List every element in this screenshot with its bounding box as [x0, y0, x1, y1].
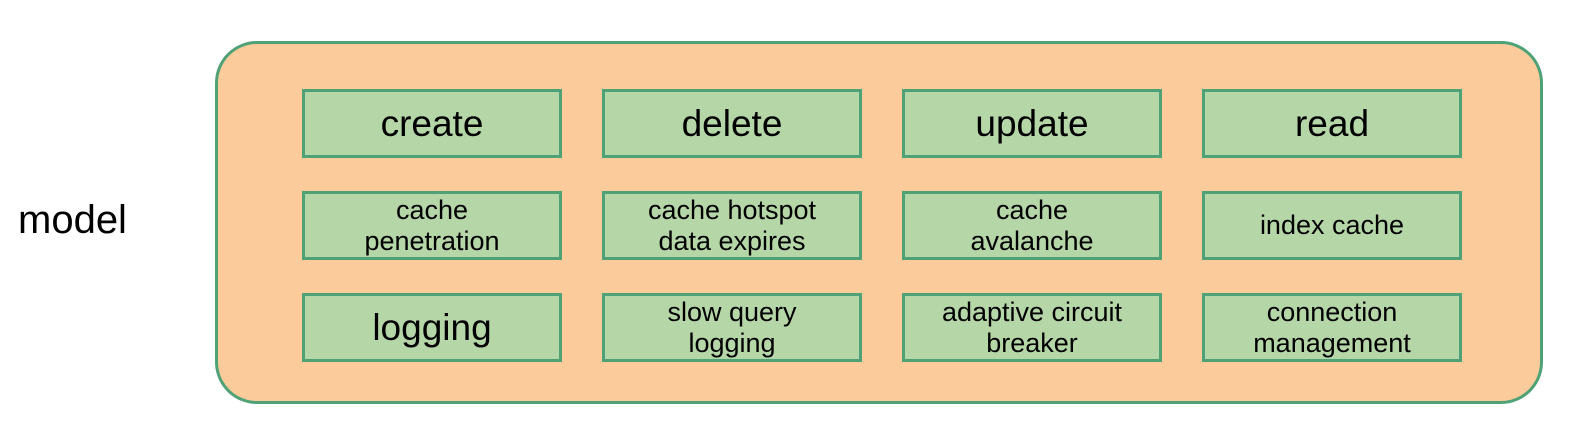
model-group-label: model	[18, 198, 127, 242]
node-update[interactable]: update	[902, 89, 1162, 158]
node-read[interactable]: read	[1202, 89, 1462, 158]
node-grid: create delete update read cache penetrat…	[302, 89, 1462, 362]
node-cache-hotspot-data-expires[interactable]: cache hotspot data expires	[602, 191, 862, 260]
node-delete[interactable]: delete	[602, 89, 862, 158]
node-cache-penetration[interactable]: cache penetration	[302, 191, 562, 260]
model-container: create delete update read cache penetrat…	[215, 41, 1543, 404]
node-cache-avalanche[interactable]: cache avalanche	[902, 191, 1162, 260]
node-adaptive-circuit-breaker[interactable]: adaptive circuit breaker	[902, 293, 1162, 362]
node-index-cache[interactable]: index cache	[1202, 191, 1462, 260]
node-logging[interactable]: logging	[302, 293, 562, 362]
node-create[interactable]: create	[302, 89, 562, 158]
node-slow-query-logging[interactable]: slow query logging	[602, 293, 862, 362]
node-connection-management[interactable]: connection management	[1202, 293, 1462, 362]
